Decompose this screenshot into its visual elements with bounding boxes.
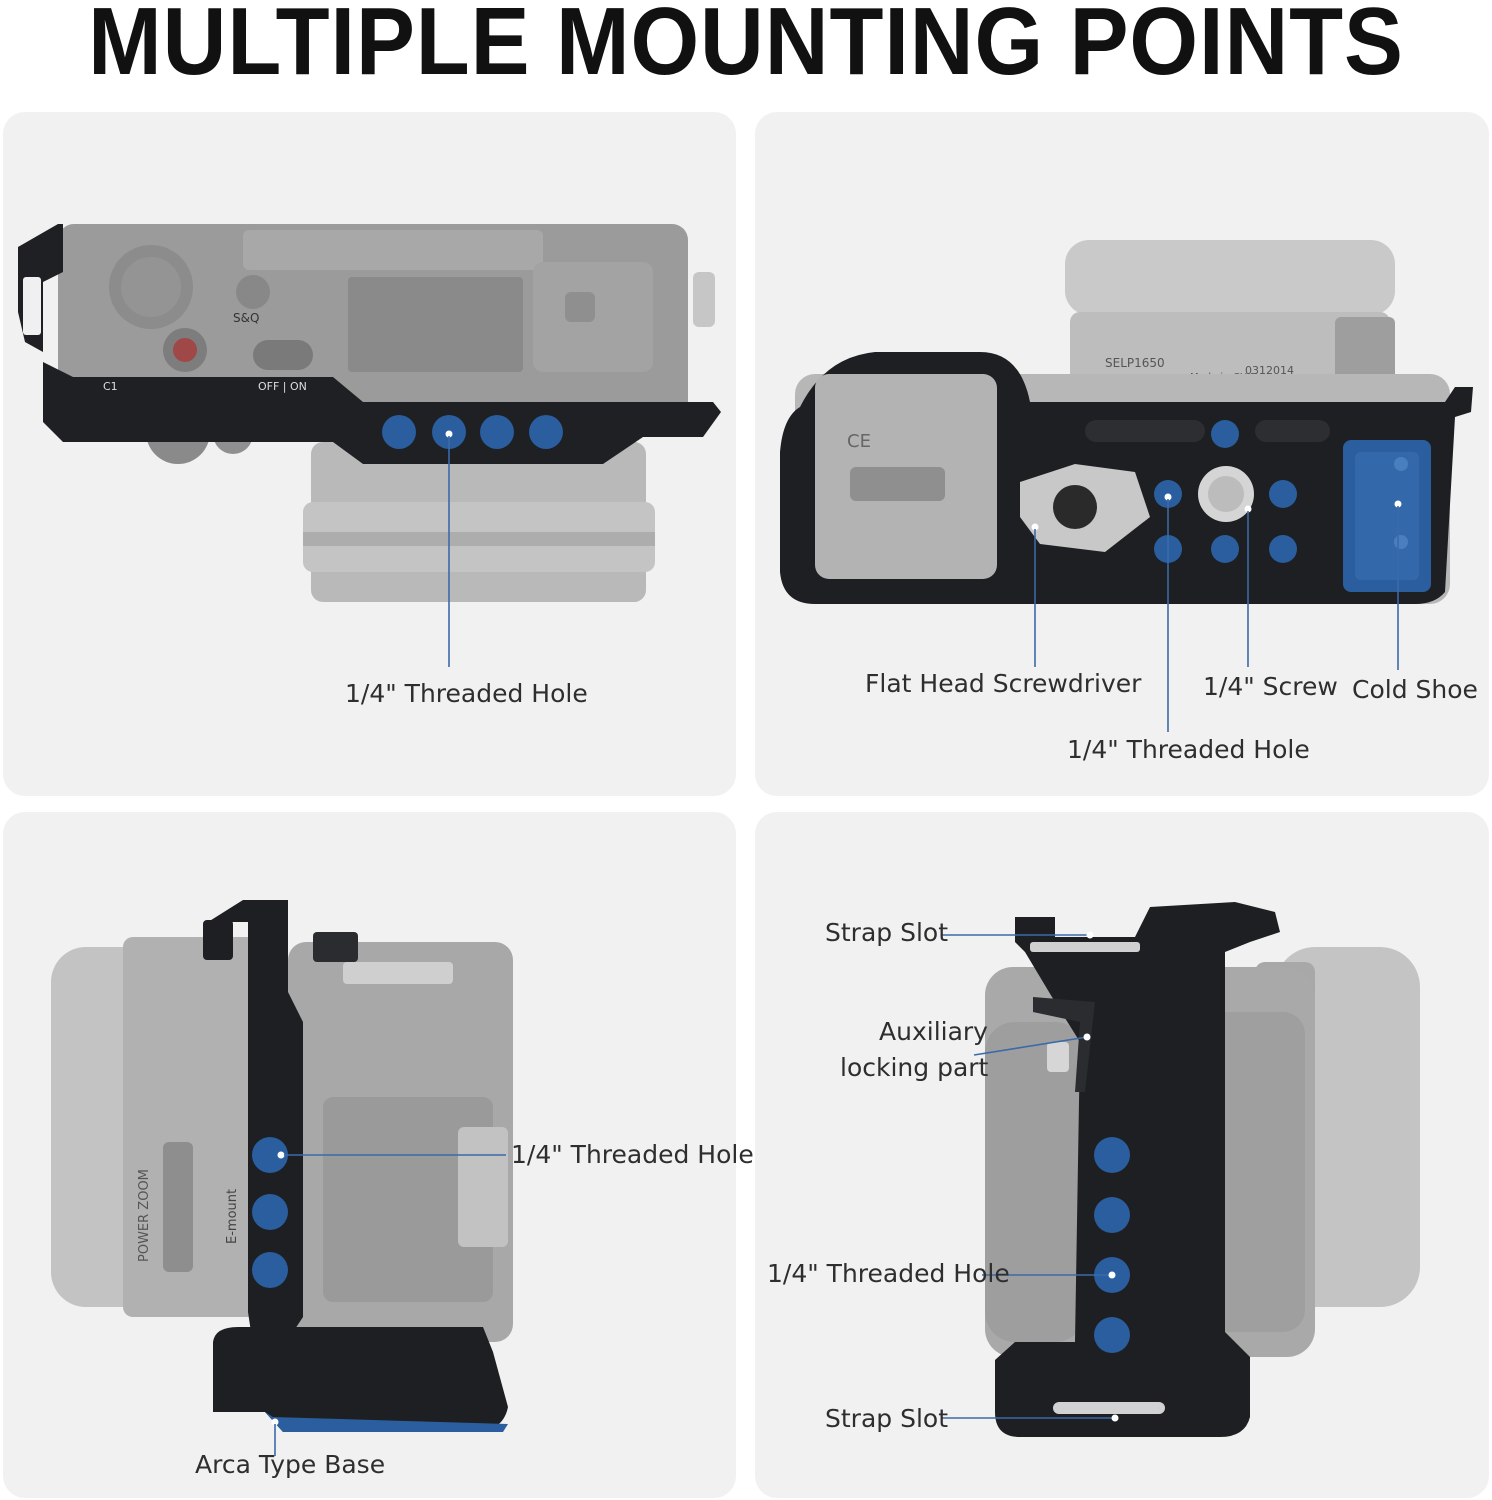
panel-top-right: SELP1650 Made in CHINA 0312014 CE bbox=[755, 112, 1489, 796]
threaded-hole-4 bbox=[529, 415, 563, 449]
panel-bottom-left: POWER ZOOM E-mount 1/4" Threaded Hole Ar… bbox=[3, 812, 754, 1498]
panel-top-left: S&Q C1 OFF | ON 1/4" Threaded Hole bbox=[3, 112, 736, 796]
grip-side-illustration bbox=[942, 902, 1420, 1437]
threaded-hole-1 bbox=[382, 415, 416, 449]
side-view-illustration: POWER ZOOM E-mount bbox=[51, 900, 513, 1456]
threaded-hole-3 bbox=[480, 415, 514, 449]
label-auxiliary: Auxiliary bbox=[879, 1017, 988, 1046]
panel-bottom-right: Strap Slot Auxiliary locking part 1/4" T… bbox=[755, 812, 1489, 1498]
svg-text:CE: CE bbox=[847, 431, 871, 452]
label-threaded-hole-top-left: 1/4" Threaded Hole bbox=[345, 679, 588, 708]
hole-f bbox=[1211, 420, 1239, 448]
label-screw: 1/4" Screw bbox=[1203, 672, 1338, 701]
label-strap-slot-bottom: Strap Slot bbox=[825, 1404, 948, 1433]
bottom-view-illustration: SELP1650 Made in CHINA 0312014 CE bbox=[780, 240, 1473, 732]
grip-hole-4 bbox=[1094, 1317, 1130, 1353]
grip-hole-1 bbox=[1094, 1137, 1130, 1173]
label-arca-type-base: Arca Type Base bbox=[195, 1450, 386, 1479]
svg-text:S&Q: S&Q bbox=[233, 311, 259, 325]
side-hole-2 bbox=[252, 1194, 288, 1230]
top-view-illustration: S&Q C1 OFF | ON bbox=[18, 224, 721, 667]
side-hole-1 bbox=[252, 1137, 288, 1173]
svg-text:E-mount: E-mount bbox=[225, 1189, 240, 1244]
label-cold-shoe: Cold Shoe bbox=[1352, 675, 1478, 704]
svg-text:C1: C1 bbox=[103, 380, 118, 393]
hole-e bbox=[1269, 535, 1297, 563]
hole-b bbox=[1269, 480, 1297, 508]
label-threaded-hole-bottom-right: 1/4" Threaded Hole bbox=[767, 1259, 1010, 1288]
page-title: MULTIPLE MOUNTING POINTS bbox=[88, 0, 1404, 95]
label-strap-slot-top: Strap Slot bbox=[825, 918, 948, 947]
label-locking-part: locking part bbox=[840, 1053, 989, 1082]
label-threaded-hole-bottom-left: 1/4" Threaded Hole bbox=[511, 1140, 754, 1169]
hole-d bbox=[1211, 535, 1239, 563]
svg-text:POWER ZOOM: POWER ZOOM bbox=[137, 1169, 152, 1262]
label-flat-head-screwdriver: Flat Head Screwdriver bbox=[865, 669, 1142, 698]
svg-text:SELP1650: SELP1650 bbox=[1105, 356, 1165, 370]
grip-hole-2 bbox=[1094, 1197, 1130, 1233]
label-threaded-hole-top-right: 1/4" Threaded Hole bbox=[1067, 735, 1310, 764]
side-hole-3 bbox=[252, 1252, 288, 1288]
svg-text:0312014: 0312014 bbox=[1245, 364, 1294, 377]
svg-text:OFF | ON: OFF | ON bbox=[258, 380, 307, 393]
